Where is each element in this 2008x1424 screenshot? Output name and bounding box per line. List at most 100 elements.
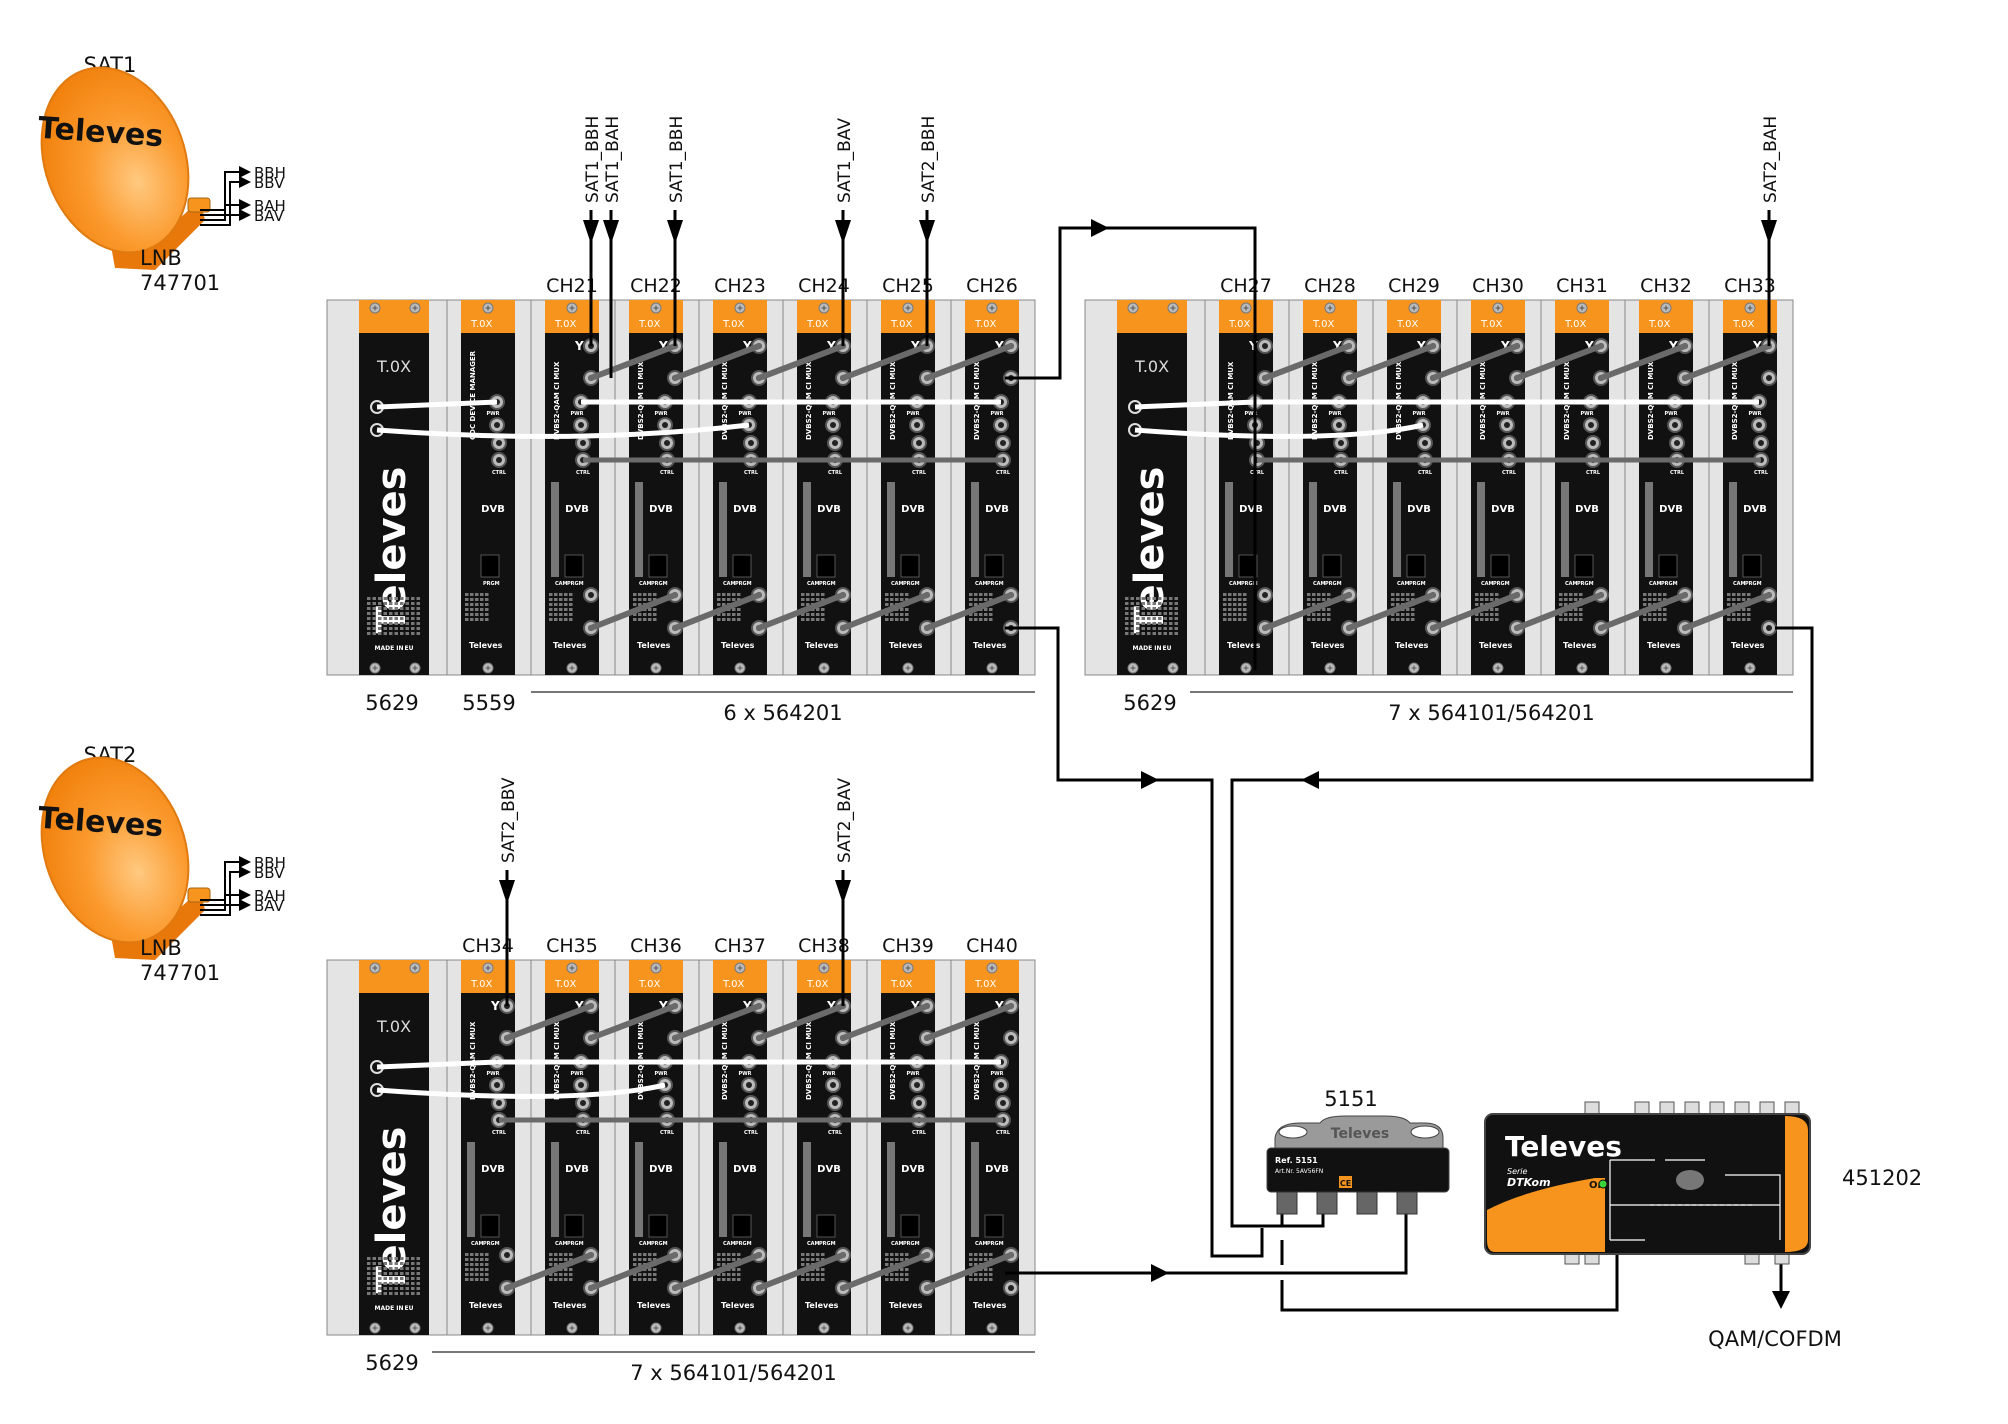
dish-reflector	[40, 756, 190, 944]
pwr-label: PWR	[570, 411, 583, 417]
cam-slot[interactable]	[1309, 482, 1317, 577]
prgm-port[interactable]	[564, 1214, 584, 1238]
cam-slot[interactable]	[1729, 482, 1737, 577]
module-footer-brand: Televes	[1227, 641, 1261, 650]
prgm-port[interactable]	[480, 554, 500, 578]
cam-slot[interactable]	[1645, 482, 1653, 577]
splitter-port-3[interactable]	[1396, 1191, 1418, 1215]
channel-label: CH21	[546, 275, 598, 297]
prgm-port[interactable]	[1490, 554, 1510, 578]
cam-slot[interactable]	[971, 1142, 979, 1237]
dvb-logo: DVB	[901, 1164, 925, 1175]
channel-label: CH39	[882, 935, 934, 957]
loop-cable	[588, 343, 678, 381]
eu-label: EU	[1163, 645, 1172, 652]
cam-label: CAM	[975, 581, 988, 587]
cam-label: CAM	[1733, 581, 1746, 587]
pwr-label: PWR	[906, 411, 919, 417]
dvb-logo: DVB	[985, 504, 1009, 515]
prgm-port[interactable]	[1658, 554, 1678, 578]
pwr-label: PWR	[654, 411, 667, 417]
prgm-port[interactable]	[1238, 554, 1258, 578]
group-label: 7 x 564101/564201	[1388, 701, 1595, 725]
cam-label: CAM	[1565, 581, 1578, 587]
cam-slot[interactable]	[1477, 482, 1485, 577]
made-in-label: MADE IN	[374, 1305, 403, 1312]
prgm-port[interactable]	[1574, 554, 1594, 578]
prgm-port[interactable]	[900, 554, 920, 578]
prgm-port[interactable]	[732, 554, 752, 578]
prgm-port[interactable]	[984, 554, 1004, 578]
prgm-port[interactable]	[816, 554, 836, 578]
prgm-label: PRGM	[483, 581, 500, 587]
prgm-port[interactable]	[648, 554, 668, 578]
cam-slot[interactable]	[719, 1142, 727, 1237]
cam-slot[interactable]	[467, 1142, 475, 1237]
eu-label: EU	[405, 645, 414, 652]
cam-slot[interactable]	[887, 482, 895, 577]
prgm-port[interactable]	[648, 1214, 668, 1238]
channel-label: CH36	[630, 935, 682, 957]
cam-slot[interactable]	[971, 482, 979, 577]
pwr-label: PWR	[822, 411, 835, 417]
module-logo: T.0X	[554, 979, 576, 990]
input-label: SAT2_BBH	[919, 116, 939, 203]
dvb-logo: DVB	[901, 504, 925, 515]
prgm-label: PRGM	[567, 1241, 584, 1247]
cam-slot[interactable]	[1561, 482, 1569, 577]
cam-slot[interactable]	[635, 482, 643, 577]
module-footer-brand: Televes	[1563, 641, 1597, 650]
output-cable	[924, 1252, 1014, 1291]
pwr-label: PWR	[570, 1071, 583, 1077]
input-arrow-icon	[583, 220, 599, 244]
prgm-port[interactable]	[480, 1214, 500, 1238]
lnb-output-line	[200, 889, 251, 911]
cam-slot[interactable]	[803, 1142, 811, 1237]
prgm-port[interactable]	[732, 1214, 752, 1238]
prgm-label: PRGM	[1493, 581, 1510, 587]
amplifier-series: Serie	[1507, 1167, 1528, 1176]
splitter-port-in[interactable]	[1276, 1191, 1298, 1215]
input-arrow-icon	[1761, 220, 1777, 244]
module-footer-brand: Televes	[889, 641, 923, 650]
dvb-logo: DVB	[565, 1164, 589, 1175]
prgm-port[interactable]	[816, 1214, 836, 1238]
lnb-ref: 747701	[140, 961, 220, 985]
antenna-icon: Y	[1332, 339, 1342, 353]
made-in-label: MADE IN	[374, 645, 403, 652]
cam-slot[interactable]	[1393, 482, 1401, 577]
dvb-logo: DVB	[565, 504, 589, 515]
prgm-port[interactable]	[564, 554, 584, 578]
dvb-logo: DVB	[733, 1164, 757, 1175]
dish-brand: Televes	[37, 111, 164, 155]
cam-slot[interactable]	[1225, 482, 1233, 577]
prgm-port[interactable]	[1406, 554, 1426, 578]
cam-slot[interactable]	[803, 482, 811, 577]
input-arrow-icon	[499, 880, 515, 904]
dvb-logo: DVB	[1743, 504, 1767, 515]
prgm-port[interactable]	[984, 1214, 1004, 1238]
cam-slot[interactable]	[551, 482, 559, 577]
ctrl-label: CTRL	[1670, 470, 1685, 476]
made-in-label: MADE IN	[1132, 645, 1161, 652]
module-footer-brand: Televes	[1311, 641, 1345, 650]
lnb-output-label: BBV	[254, 174, 285, 192]
module-footer-brand: Televes	[805, 641, 839, 650]
prgm-port[interactable]	[1742, 554, 1762, 578]
lnb-output-line	[200, 866, 251, 906]
wire-rack1-out	[1005, 626, 1264, 1258]
cam-slot[interactable]	[887, 1142, 895, 1237]
cam-slot[interactable]	[635, 1142, 643, 1237]
pwr-label: PWR	[1664, 411, 1677, 417]
prgm-label: PRGM	[1325, 581, 1342, 587]
prgm-label: PRGM	[1409, 581, 1426, 587]
module-logo: T.0X	[1648, 319, 1670, 330]
prgm-port[interactable]	[1322, 554, 1342, 578]
splitter-port-1[interactable]	[1316, 1191, 1338, 1215]
cam-slot[interactable]	[551, 1142, 559, 1237]
output-cable	[756, 1252, 846, 1291]
splitter-port-2[interactable]	[1356, 1191, 1378, 1215]
cam-slot[interactable]	[719, 482, 727, 577]
antenna-icon: Y	[1668, 339, 1678, 353]
prgm-port[interactable]	[900, 1214, 920, 1238]
